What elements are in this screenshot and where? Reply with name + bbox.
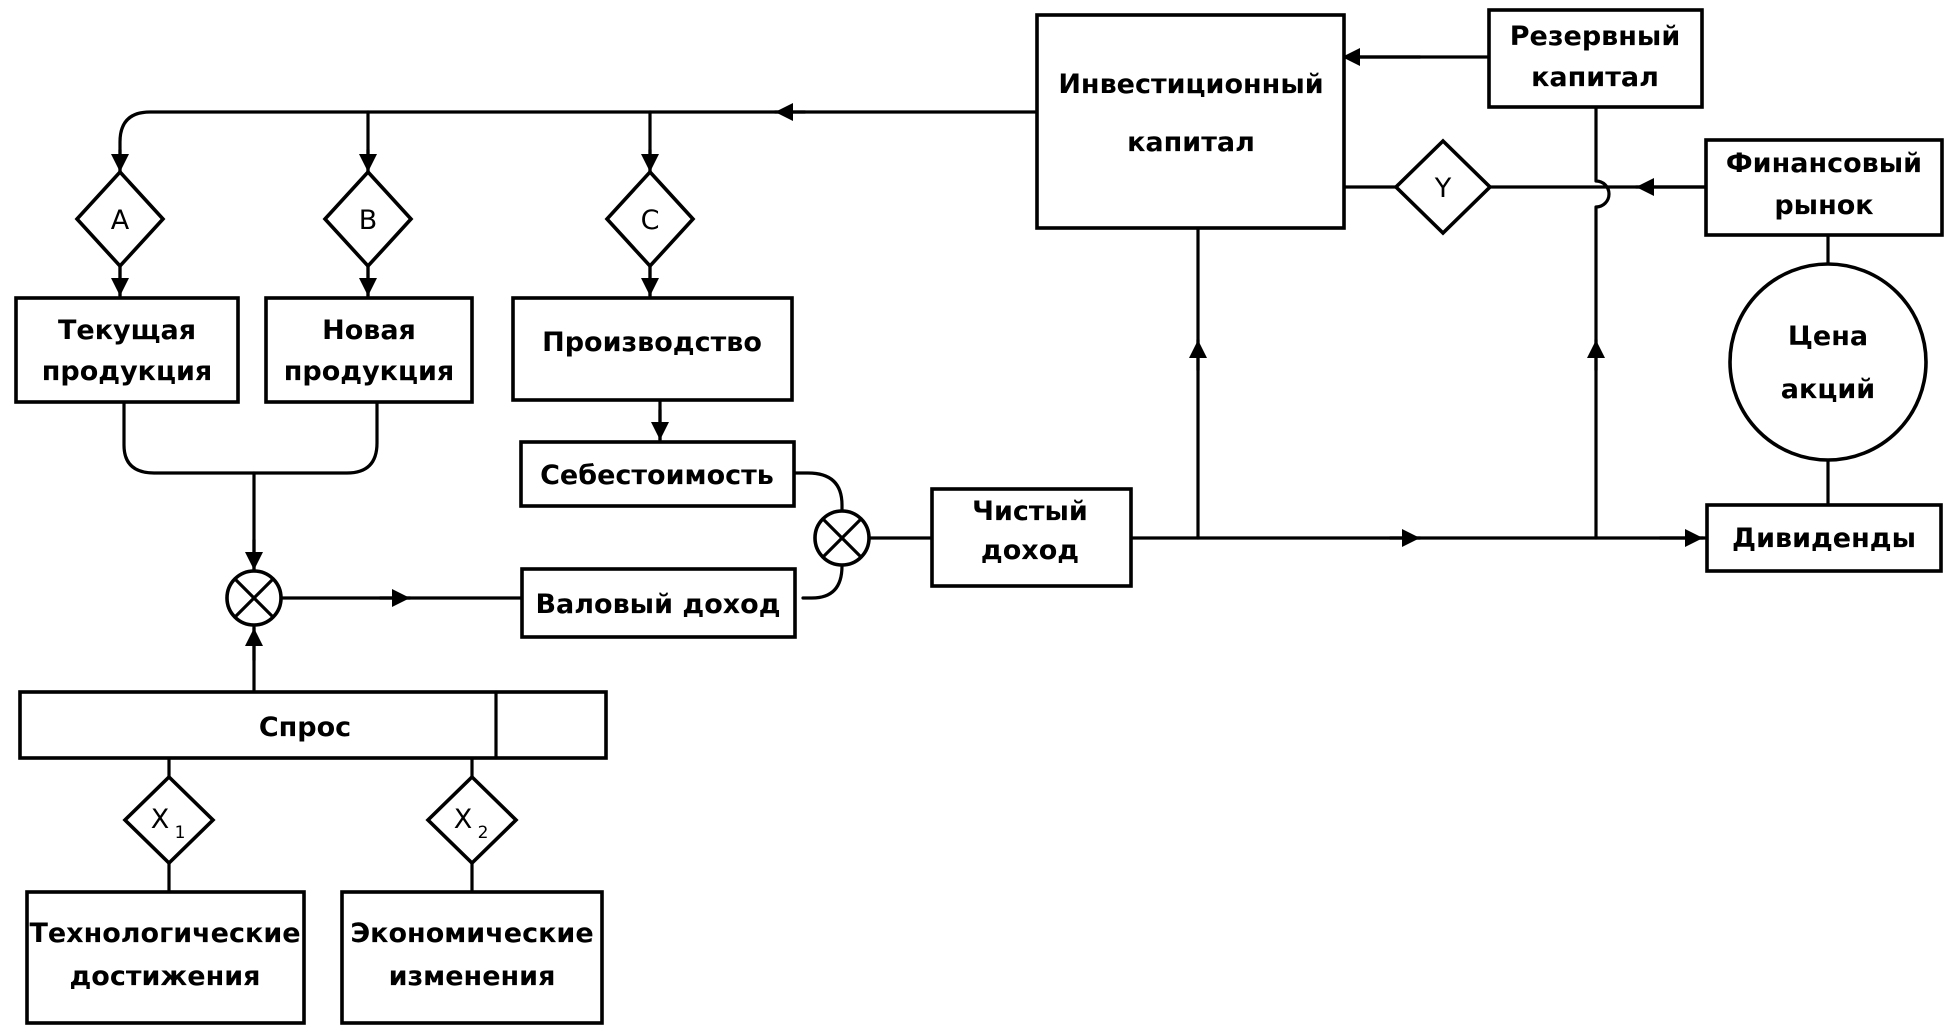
decision-x1-subscript: 1 <box>175 823 186 843</box>
decision-b: B <box>322 169 414 269</box>
block-cost: Себестоимость <box>519 440 796 508</box>
block-current-products: Текущая продукция <box>14 296 240 404</box>
decision-x2-label: X <box>454 804 473 835</box>
investment-capital-line1: Инвестиционный <box>1058 69 1323 100</box>
decision-x1-label: X <box>151 804 170 835</box>
arrowheads <box>111 48 1707 662</box>
production-label: Производство <box>542 327 762 358</box>
share-price-line2: акций <box>1781 374 1875 405</box>
economic-changes-line1: Экономические <box>350 918 593 949</box>
block-economic-changes: Экономические изменения <box>340 890 604 1025</box>
block-tech-progress: Технологические достижения <box>25 890 306 1025</box>
decision-y: Y <box>1393 138 1493 236</box>
node-share-price: Цена акций <box>1728 262 1928 462</box>
dividends-label: Дивиденды <box>1732 523 1916 554</box>
investment-capital-line2: капитал <box>1127 127 1255 158</box>
tech-progress-line2: достижения <box>69 961 260 992</box>
decision-y-label: Y <box>1434 173 1452 204</box>
block-reserve-capital: Резервный капитал <box>1487 8 1704 109</box>
block-net-income: Чистый доход <box>930 487 1133 588</box>
decision-x2: X 2 <box>425 774 519 866</box>
block-financial-market: Финансовый рынок <box>1704 138 1944 237</box>
block-new-products: Новая продукция <box>264 296 474 404</box>
block-dividends: Дивиденды <box>1705 503 1943 573</box>
block-investment-capital: Инвестиционный капитал <box>1035 13 1346 230</box>
current-products-line1: Текущая <box>58 315 196 346</box>
share-price-line1: Цена <box>1788 321 1868 352</box>
financial-market-line2: рынок <box>1774 190 1873 221</box>
net-to-reserve <box>1594 106 1611 540</box>
current-products-line2: продукция <box>42 356 213 387</box>
financial-market-line1: Финансовый <box>1726 148 1922 179</box>
net-income-line1: Чистый <box>972 496 1088 527</box>
new-products-line1: Новая <box>322 315 416 346</box>
decision-b-label: B <box>359 205 378 236</box>
reserve-capital-line2: капитал <box>1531 62 1659 93</box>
demand-label: Спрос <box>259 712 351 743</box>
products-merge <box>122 398 379 475</box>
block-demand: Спрос <box>18 690 608 760</box>
new-products-line2: продукция <box>284 356 455 387</box>
cost-to-multiplier <box>792 471 844 520</box>
multiplier-junction-demand <box>225 569 283 627</box>
decision-x2-subscript: 2 <box>478 823 489 843</box>
decision-c-label: C <box>641 205 660 236</box>
cost-label: Себестоимость <box>540 460 774 491</box>
multiplier-junction-income <box>813 509 871 567</box>
decision-x1: X 1 <box>122 774 216 866</box>
block-gross-income: Валовый доход <box>520 567 797 639</box>
bus-to-products <box>118 110 1037 200</box>
net-income-line2: доход <box>981 535 1079 566</box>
block-production: Производство <box>511 296 794 402</box>
decision-a-label: A <box>111 205 130 236</box>
decision-a: A <box>74 169 166 269</box>
tech-progress-line1: Технологические <box>29 918 300 949</box>
economic-changes-line2: изменения <box>389 961 556 992</box>
reserve-capital-line1: Резервный <box>1510 21 1681 52</box>
decision-c: C <box>604 169 696 269</box>
gross-income-label: Валовый доход <box>535 589 780 620</box>
